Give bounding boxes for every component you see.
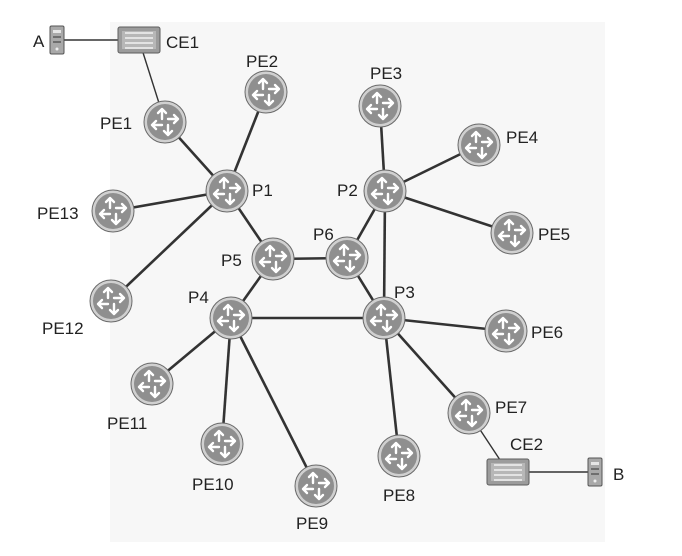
label-pe10: PE10: [192, 475, 234, 494]
node-p6-router-icon: [325, 236, 369, 280]
node-pe9-router-icon: [294, 464, 338, 508]
label-p5: P5: [221, 251, 242, 270]
label-pe5: PE5: [538, 225, 570, 244]
node-pe4-router-icon: [457, 123, 501, 167]
node-pe6-router-icon: [484, 309, 528, 353]
node-pe10-router-icon: [200, 422, 244, 466]
node-a-server-icon: [49, 25, 65, 55]
node-p2-router-icon: [363, 169, 407, 213]
label-p3: P3: [394, 283, 415, 302]
node-p4-router-icon: [209, 296, 253, 340]
label-pe2: PE2: [246, 52, 278, 71]
node-p3-router-icon: [362, 296, 406, 340]
node-pe2-router-icon: [244, 70, 288, 114]
node-pe5-router-icon: [490, 211, 534, 255]
label-pe9: PE9: [296, 514, 328, 533]
label-a: A: [33, 32, 45, 51]
node-p5-router-icon: [251, 237, 295, 281]
label-pe8: PE8: [383, 486, 415, 505]
link-pe5-p2: [384, 189, 513, 235]
diagram-panel: [110, 22, 605, 542]
label-p2: P2: [337, 181, 358, 200]
label-b: B: [613, 465, 624, 484]
label-pe11: PE11: [107, 414, 147, 433]
label-pe6: PE6: [531, 323, 563, 342]
nodes-layer: [49, 25, 603, 508]
label-ce2: CE2: [510, 435, 543, 454]
node-p1-router-icon: [205, 169, 249, 213]
node-ce2-switch-icon: [486, 458, 530, 486]
label-p6: P6: [313, 225, 334, 244]
node-pe7-router-icon: [447, 391, 491, 435]
label-pe1: PE1: [100, 114, 132, 133]
label-p1: P1: [252, 181, 273, 200]
node-pe13-router-icon: [91, 189, 135, 233]
link-p3-pe8: [382, 317, 401, 457]
label-pe13: PE13: [37, 204, 79, 223]
label-pe3: PE3: [370, 64, 402, 83]
node-pe3-router-icon: [358, 84, 402, 128]
node-pe8-router-icon: [377, 434, 421, 478]
label-pe12: PE12: [42, 319, 84, 338]
node-ce1-switch-icon: [117, 26, 161, 54]
label-pe4: PE4: [506, 128, 538, 147]
link-pe12-p1: [110, 190, 228, 302]
link-p4-pe9: [229, 317, 318, 487]
label-p4: P4: [188, 288, 209, 307]
label-pe7: PE7: [495, 398, 527, 417]
label-ce1: CE1: [166, 33, 199, 52]
node-b-server-icon: [587, 457, 603, 487]
node-pe11-router-icon: [130, 362, 174, 406]
node-pe1-router-icon: [143, 100, 187, 144]
node-pe12-router-icon: [89, 279, 133, 323]
